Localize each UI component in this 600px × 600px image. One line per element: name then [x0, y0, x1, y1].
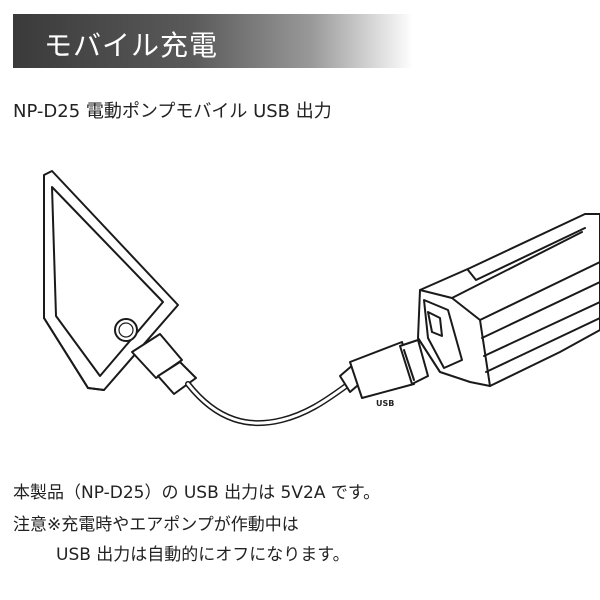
- note-text-line1: 注意※充電時やエアポンプが作動中は: [13, 515, 299, 535]
- output-spec-text: 本製品（NP-D25）の USB 出力は 5V2A です。: [13, 483, 381, 503]
- power-bank: [417, 213, 600, 387]
- product-subtitle: NP-D25 電動ポンプモバイル USB 出力: [13, 101, 332, 122]
- usb-label: USB: [376, 399, 395, 408]
- phone-connector: [131, 333, 197, 395]
- note-text-line2: USB 出力は自動的にオフになります。: [56, 545, 350, 565]
- smartphone: [43, 170, 179, 391]
- header-bar: [13, 14, 413, 68]
- usb-plug: [339, 339, 429, 399]
- home-button: [114, 318, 138, 342]
- page-title: モバイル充電: [44, 29, 219, 62]
- usb-port: [427, 311, 443, 337]
- charging-illustration: [43, 170, 600, 427]
